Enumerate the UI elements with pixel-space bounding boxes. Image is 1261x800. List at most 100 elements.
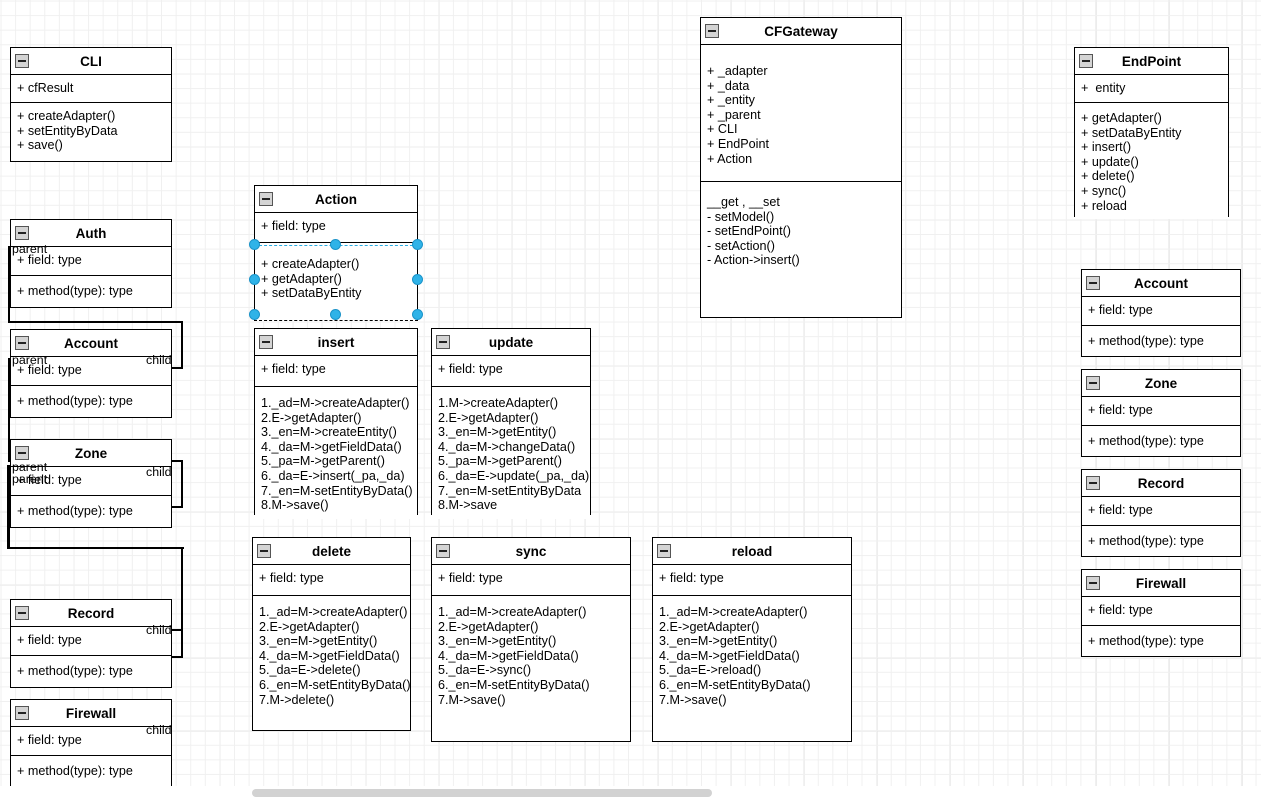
class-box-sync[interactable]: sync + field: type 1._ad=M->createAdapte… [431,537,631,742]
collapse-minus-icon[interactable] [705,24,719,38]
collapse-minus-icon[interactable] [259,335,273,349]
class-methods-firewall-left: + method(type): type [11,755,171,785]
method-line: 6._en=M-setEntityByData() [438,677,590,692]
class-box-zone-right[interactable]: Zone + field: type + method(type): type [1081,369,1241,457]
method-line: 1._ad=M->createAdapter() [259,605,408,619]
selection-handle-middle-right[interactable] [412,274,423,285]
selection-handle-top-left[interactable] [249,239,260,250]
selection-handle-top-right[interactable] [412,239,423,250]
connector-auth-parent-v [8,246,10,322]
collapse-minus-icon[interactable] [436,544,450,558]
class-name-label: Firewall [65,706,117,721]
edge-label-auth-parent: parent [12,242,48,256]
collapse-minus-icon[interactable] [1086,576,1100,590]
horizontal-scrollbar-track[interactable] [0,786,1261,800]
class-title-reload: reload [653,538,851,565]
attribute-line: + field: type [259,571,324,585]
class-attributes-account-right: + field: type [1082,297,1240,325]
collapse-minus-icon[interactable] [436,335,450,349]
class-box-cfgateway[interactable]: CFGateway + _adapter + _data + _entity +… [700,17,902,318]
method-line: 6._en=M-setEntityByData() [659,677,811,692]
class-attributes-action: + field: type [255,213,417,243]
method-line: 4._da=M->changeData() [438,439,576,454]
class-methods-record-right: + method(type): type [1082,525,1240,555]
class-box-zone-left[interactable]: Zone + field: type + method(type): type [10,439,172,528]
class-title-auth: Auth [11,220,171,247]
method-line: + createAdapter() [261,257,360,271]
class-title-sync: sync [432,538,630,565]
method-line: 2.E->getAdapter() [438,619,539,634]
method-line: - setAction() [707,238,775,253]
method-line: __get , __set [707,195,780,209]
class-title-update: update [432,329,590,356]
collapse-minus-icon[interactable] [15,336,29,350]
method-line: + delete() [1081,169,1135,184]
class-box-account-right[interactable]: Account + field: type + method(type): ty… [1081,269,1241,357]
collapse-minus-icon[interactable] [1079,54,1093,68]
class-methods-cfgateway: __get , __set - setModel() - setEndPoint… [701,181,901,274]
class-name-label: Record [1137,476,1185,491]
collapse-minus-icon[interactable] [259,192,273,206]
method-line: 4._da=M->getFieldData() [659,648,800,663]
class-box-action[interactable]: Action + field: type [254,185,418,261]
class-name-label: insert [317,335,355,350]
selection-handle-top-center[interactable] [330,239,341,250]
class-attributes-record-left: + field: type [11,627,171,655]
class-box-record-right[interactable]: Record + field: type + method(type): typ… [1081,469,1241,557]
class-box-record-left[interactable]: Record + field: type + method(type): typ… [10,599,172,688]
collapse-minus-icon[interactable] [657,544,671,558]
connector-account-to-zone-v [181,460,183,507]
method-line: + method(type): type [1088,634,1204,648]
class-box-account-left[interactable]: Account + field: type + method(type): ty… [10,329,172,418]
collapse-minus-icon[interactable] [15,226,29,240]
selection-handle-bottom-left[interactable] [249,309,260,320]
class-attributes-cfgateway: + _adapter + _data + _entity + _parent +… [701,45,901,181]
class-box-update[interactable]: update + field: type 1.M->createAdapter(… [431,328,591,519]
method-line: 7.M->delete() [259,692,335,707]
class-name-label: CFGateway [764,24,838,39]
class-box-firewall-right[interactable]: Firewall + field: type + method(type): t… [1081,569,1241,657]
selection-handle-bottom-right[interactable] [412,309,423,320]
class-box-endpoint[interactable]: EndPoint + entity + getAdapter() + setDa… [1074,47,1229,220]
class-box-reload[interactable]: reload + field: type 1._ad=M->createAdap… [652,537,852,742]
class-attributes-firewall-right: + field: type [1082,597,1240,625]
class-box-cli[interactable]: CLI + cfResult + createAdapter() + setEn… [10,47,172,162]
method-line: 3._en=M->getEntity() [659,634,778,649]
method-line: + save() [17,138,63,153]
method-line: 3._en=M->getEntity() [438,425,557,440]
method-line: 7.M->save() [438,692,506,707]
collapse-minus-icon[interactable] [15,706,29,720]
selection-handle-bottom-center[interactable] [330,309,341,320]
collapse-minus-icon[interactable] [1086,476,1100,490]
selection-handle-middle-left[interactable] [249,274,260,285]
collapse-minus-icon[interactable] [257,544,271,558]
class-name-label: sync [515,544,547,559]
attribute-line: + field: type [1088,303,1153,317]
class-title-cfgateway: CFGateway [701,18,901,45]
class-box-auth[interactable]: Auth + field: type + method(type): type [10,219,172,308]
method-line: + method(type): type [17,664,133,678]
class-box-delete[interactable]: delete + field: type 1._ad=M->createAdap… [252,537,411,731]
collapse-minus-icon[interactable] [1086,376,1100,390]
class-methods-auth: + method(type): type [11,275,171,305]
method-line: + setEntityByData [17,123,118,138]
method-line: 5._pa=M->getParent() [438,454,562,469]
horizontal-scrollbar-thumb[interactable] [252,789,712,797]
class-methods-endpoint: + getAdapter() + setDataByEntity + inser… [1075,102,1228,220]
collapse-minus-icon[interactable] [15,446,29,460]
class-box-firewall-left[interactable]: Firewall + field: type + method(type): t… [10,699,172,788]
collapse-minus-icon[interactable] [15,54,29,68]
class-attributes-zone-left: + field: type [11,467,171,495]
attribute-line: + field: type [17,473,82,487]
attribute-line: + Action [707,151,753,166]
connector-left-riser-v [7,465,10,549]
attribute-line: + _entity [707,93,755,108]
method-line: + update() [1081,154,1139,169]
collapse-minus-icon[interactable] [15,606,29,620]
collapse-minus-icon[interactable] [1086,276,1100,290]
method-line: 5._da=E->reload() [659,663,762,678]
class-methods-sync: 1._ad=M->createAdapter() 2.E->getAdapter… [432,595,630,714]
method-line: + setDataByEntity [1081,125,1182,140]
class-box-insert[interactable]: insert + field: type 1._ad=M->createAdap… [254,328,418,519]
